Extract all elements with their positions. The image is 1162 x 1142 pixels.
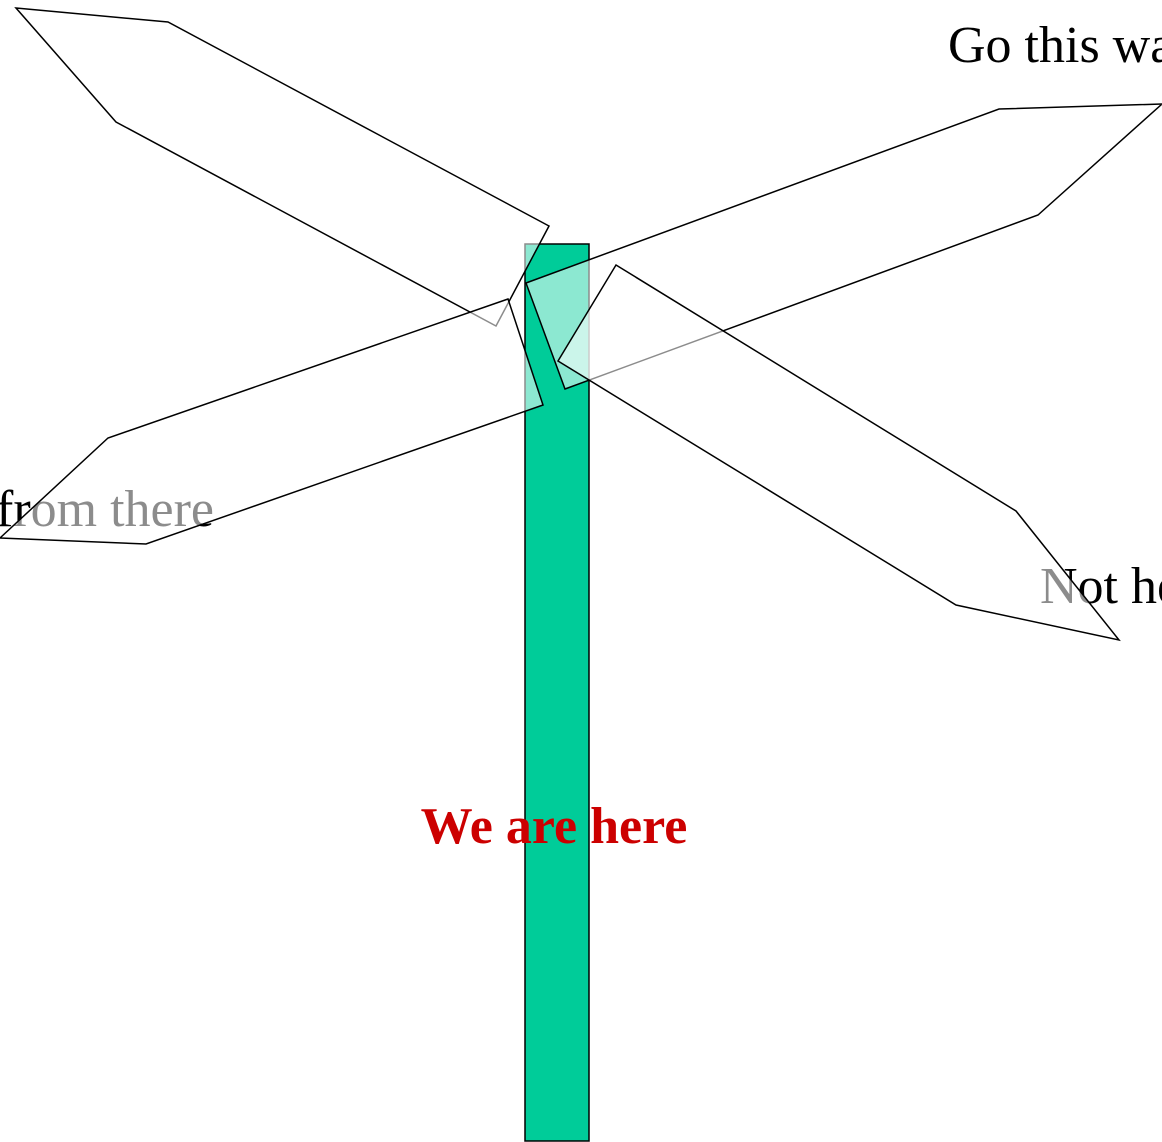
sign-arrow-down-left [0,299,543,544]
sign-arrow-down-right [558,265,1119,640]
sign-arrow-up-left [16,8,549,326]
sign-label-top-right: Go this way [948,17,1162,74]
we-are-here-label: We are here [421,798,688,855]
